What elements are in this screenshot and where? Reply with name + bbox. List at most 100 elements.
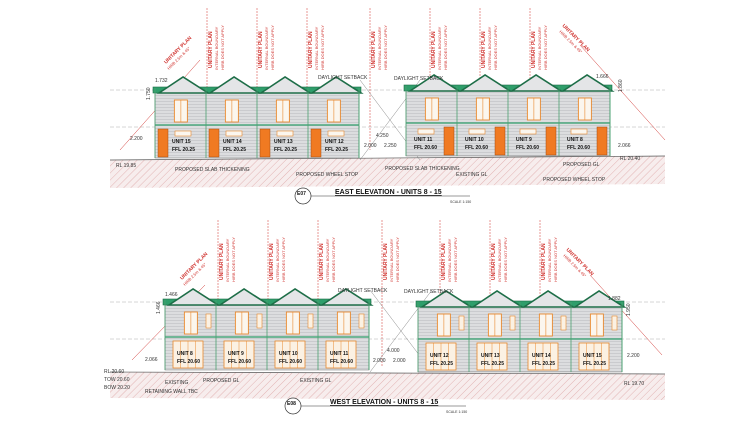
unit-name: UNIT 12 <box>325 139 344 145</box>
dim-label: 2.250 <box>384 143 397 149</box>
unit-name: UNIT 11 <box>414 137 433 143</box>
front-door <box>208 128 220 158</box>
unit-name: UNIT 10 <box>465 137 484 143</box>
callout-label: PROPOSED GL <box>563 162 600 168</box>
dim-label: 1.466 <box>156 301 162 314</box>
unit-name: UNIT 15 <box>583 353 602 359</box>
rl-label: RL 20.60 <box>104 369 124 375</box>
ground-hatch <box>110 156 665 188</box>
boundary-note: HIRB DOES NOT APPLY <box>503 237 508 282</box>
dim-label: 1.732 <box>155 78 168 84</box>
boundary-note: INTERNAL BOUNDARY <box>214 26 219 70</box>
boundary-note: INTERNAL BOUNDARY <box>547 238 552 282</box>
side-window <box>358 313 365 329</box>
side-window <box>256 313 263 329</box>
unit-ffl: FFL 20.25 <box>325 147 348 153</box>
side-window <box>509 315 516 331</box>
ground-hatch <box>110 372 665 400</box>
gable-roof <box>319 288 374 306</box>
boundary-note: HIRB DOES NOT APPLY <box>231 237 236 282</box>
side-window <box>205 313 212 329</box>
unit-ffl: FFL 20.25 <box>274 147 297 153</box>
ground-window <box>519 128 537 135</box>
boundary-note: HIRB DOES NOT APPLY <box>220 25 225 70</box>
rl-label: RL 19.70 <box>624 381 644 387</box>
dim-label: 2.066 <box>618 143 631 149</box>
front-door <box>259 128 271 158</box>
callout-label: RETAINING WALL TBC <box>145 389 198 395</box>
dim-label: 2.000 <box>393 358 406 364</box>
gable-roof <box>309 76 364 94</box>
unit-ffl: FFL 20.60 <box>516 145 539 151</box>
dim-label: 2.000 <box>373 358 386 364</box>
unit-name: UNIT 15 <box>172 139 191 145</box>
ground-window <box>570 128 588 135</box>
boundary-note: INTERNAL BOUNDARY <box>225 238 230 282</box>
callout-label: DAYLIGHT SETBACK <box>404 289 454 295</box>
boundary-note: HIRB DOES NOT APPLY <box>320 25 325 70</box>
gable-roof <box>419 290 474 308</box>
dim-label: 4.000 <box>387 348 400 354</box>
boundary-title: UNITARY PLAN <box>441 243 447 280</box>
gable-roof <box>268 288 323 306</box>
front-door <box>596 126 608 156</box>
boundary-title: UNITARY PLAN <box>258 31 264 68</box>
gable-roof <box>572 290 627 308</box>
boundary-note: INTERNAL BOUNDARY <box>437 26 442 70</box>
boundary-title: UNITARY PLAN <box>383 243 389 280</box>
boundary-title: UNITARY PLAN <box>481 31 487 68</box>
side-window <box>611 315 618 331</box>
ground-line <box>109 155 666 161</box>
dim-label: 2.200 <box>130 136 143 142</box>
boundary-note: HIRB DOES NOT APPLY <box>395 237 400 282</box>
boundary-note: INTERNAL BOUNDARY <box>497 238 502 282</box>
unit-name: UNIT 14 <box>532 353 551 359</box>
callout-label: DAYLIGHT SETBACK <box>394 76 444 82</box>
callout-label: PROPOSED WHEEL STOP <box>296 172 359 178</box>
ground-window <box>417 128 435 135</box>
dim-label: 1.882 <box>608 296 621 302</box>
boundary-note: INTERNAL BOUNDARY <box>377 26 382 70</box>
dim-label: 2.066 <box>145 357 158 363</box>
gable-roof <box>407 74 462 92</box>
boundary-title: UNITARY PLAN <box>371 31 377 68</box>
boundary-note: HIRB DOES NOT APPLY <box>331 237 336 282</box>
ground-window <box>468 128 486 135</box>
callout-label: PROPOSED GL <box>203 378 240 384</box>
unit-unit-10: UNIT 10 FFL 20.60 <box>456 74 513 156</box>
side-window <box>560 315 567 331</box>
gable-roof <box>470 290 525 308</box>
unit-name: UNIT 10 <box>279 351 298 357</box>
rl-label: RL 20.40 <box>620 156 640 162</box>
west-annotations: 1.466 1.466 2.066 RL 20.60 TOW 20.60 BOW… <box>104 288 644 415</box>
unit-ffl: FFL 20.25 <box>481 361 504 367</box>
boundary-note: HIRB DOES NOT APPLY <box>281 237 286 282</box>
boundary-title: UNITARY PLAN <box>219 243 225 280</box>
rl-label: BOW 20.20 <box>104 385 130 391</box>
unit-ffl: FFL 20.60 <box>330 359 353 365</box>
unit-ffl: FFL 20.25 <box>430 361 453 367</box>
boundary-note: HIRB DOES NOT APPLY <box>383 25 388 70</box>
unit-ffl: FFL 20.25 <box>172 147 195 153</box>
boundary-note: INTERNAL BOUNDARY <box>314 26 319 70</box>
unit-unit-12: UNIT 12 FFL 20.25 <box>307 76 364 158</box>
unit-ffl: FFL 20.60 <box>177 359 200 365</box>
gable-roof <box>217 288 272 306</box>
callout-label: DAYLIGHT SETBACK <box>318 75 368 81</box>
unit-name: UNIT 11 <box>330 351 349 357</box>
unit-ffl: FFL 20.25 <box>223 147 246 153</box>
gable-roof <box>166 288 221 306</box>
dim-label: 1.950 <box>626 303 632 316</box>
unit-ffl: FFL 20.60 <box>228 359 251 365</box>
unit-ffl: FFL 20.60 <box>465 145 488 151</box>
callout-label: PROPOSED SLAB THICKENING <box>385 166 460 172</box>
boundary-title: UNITARY PLAN <box>431 31 437 68</box>
boundary-note: INTERNAL BOUNDARY <box>275 238 280 282</box>
